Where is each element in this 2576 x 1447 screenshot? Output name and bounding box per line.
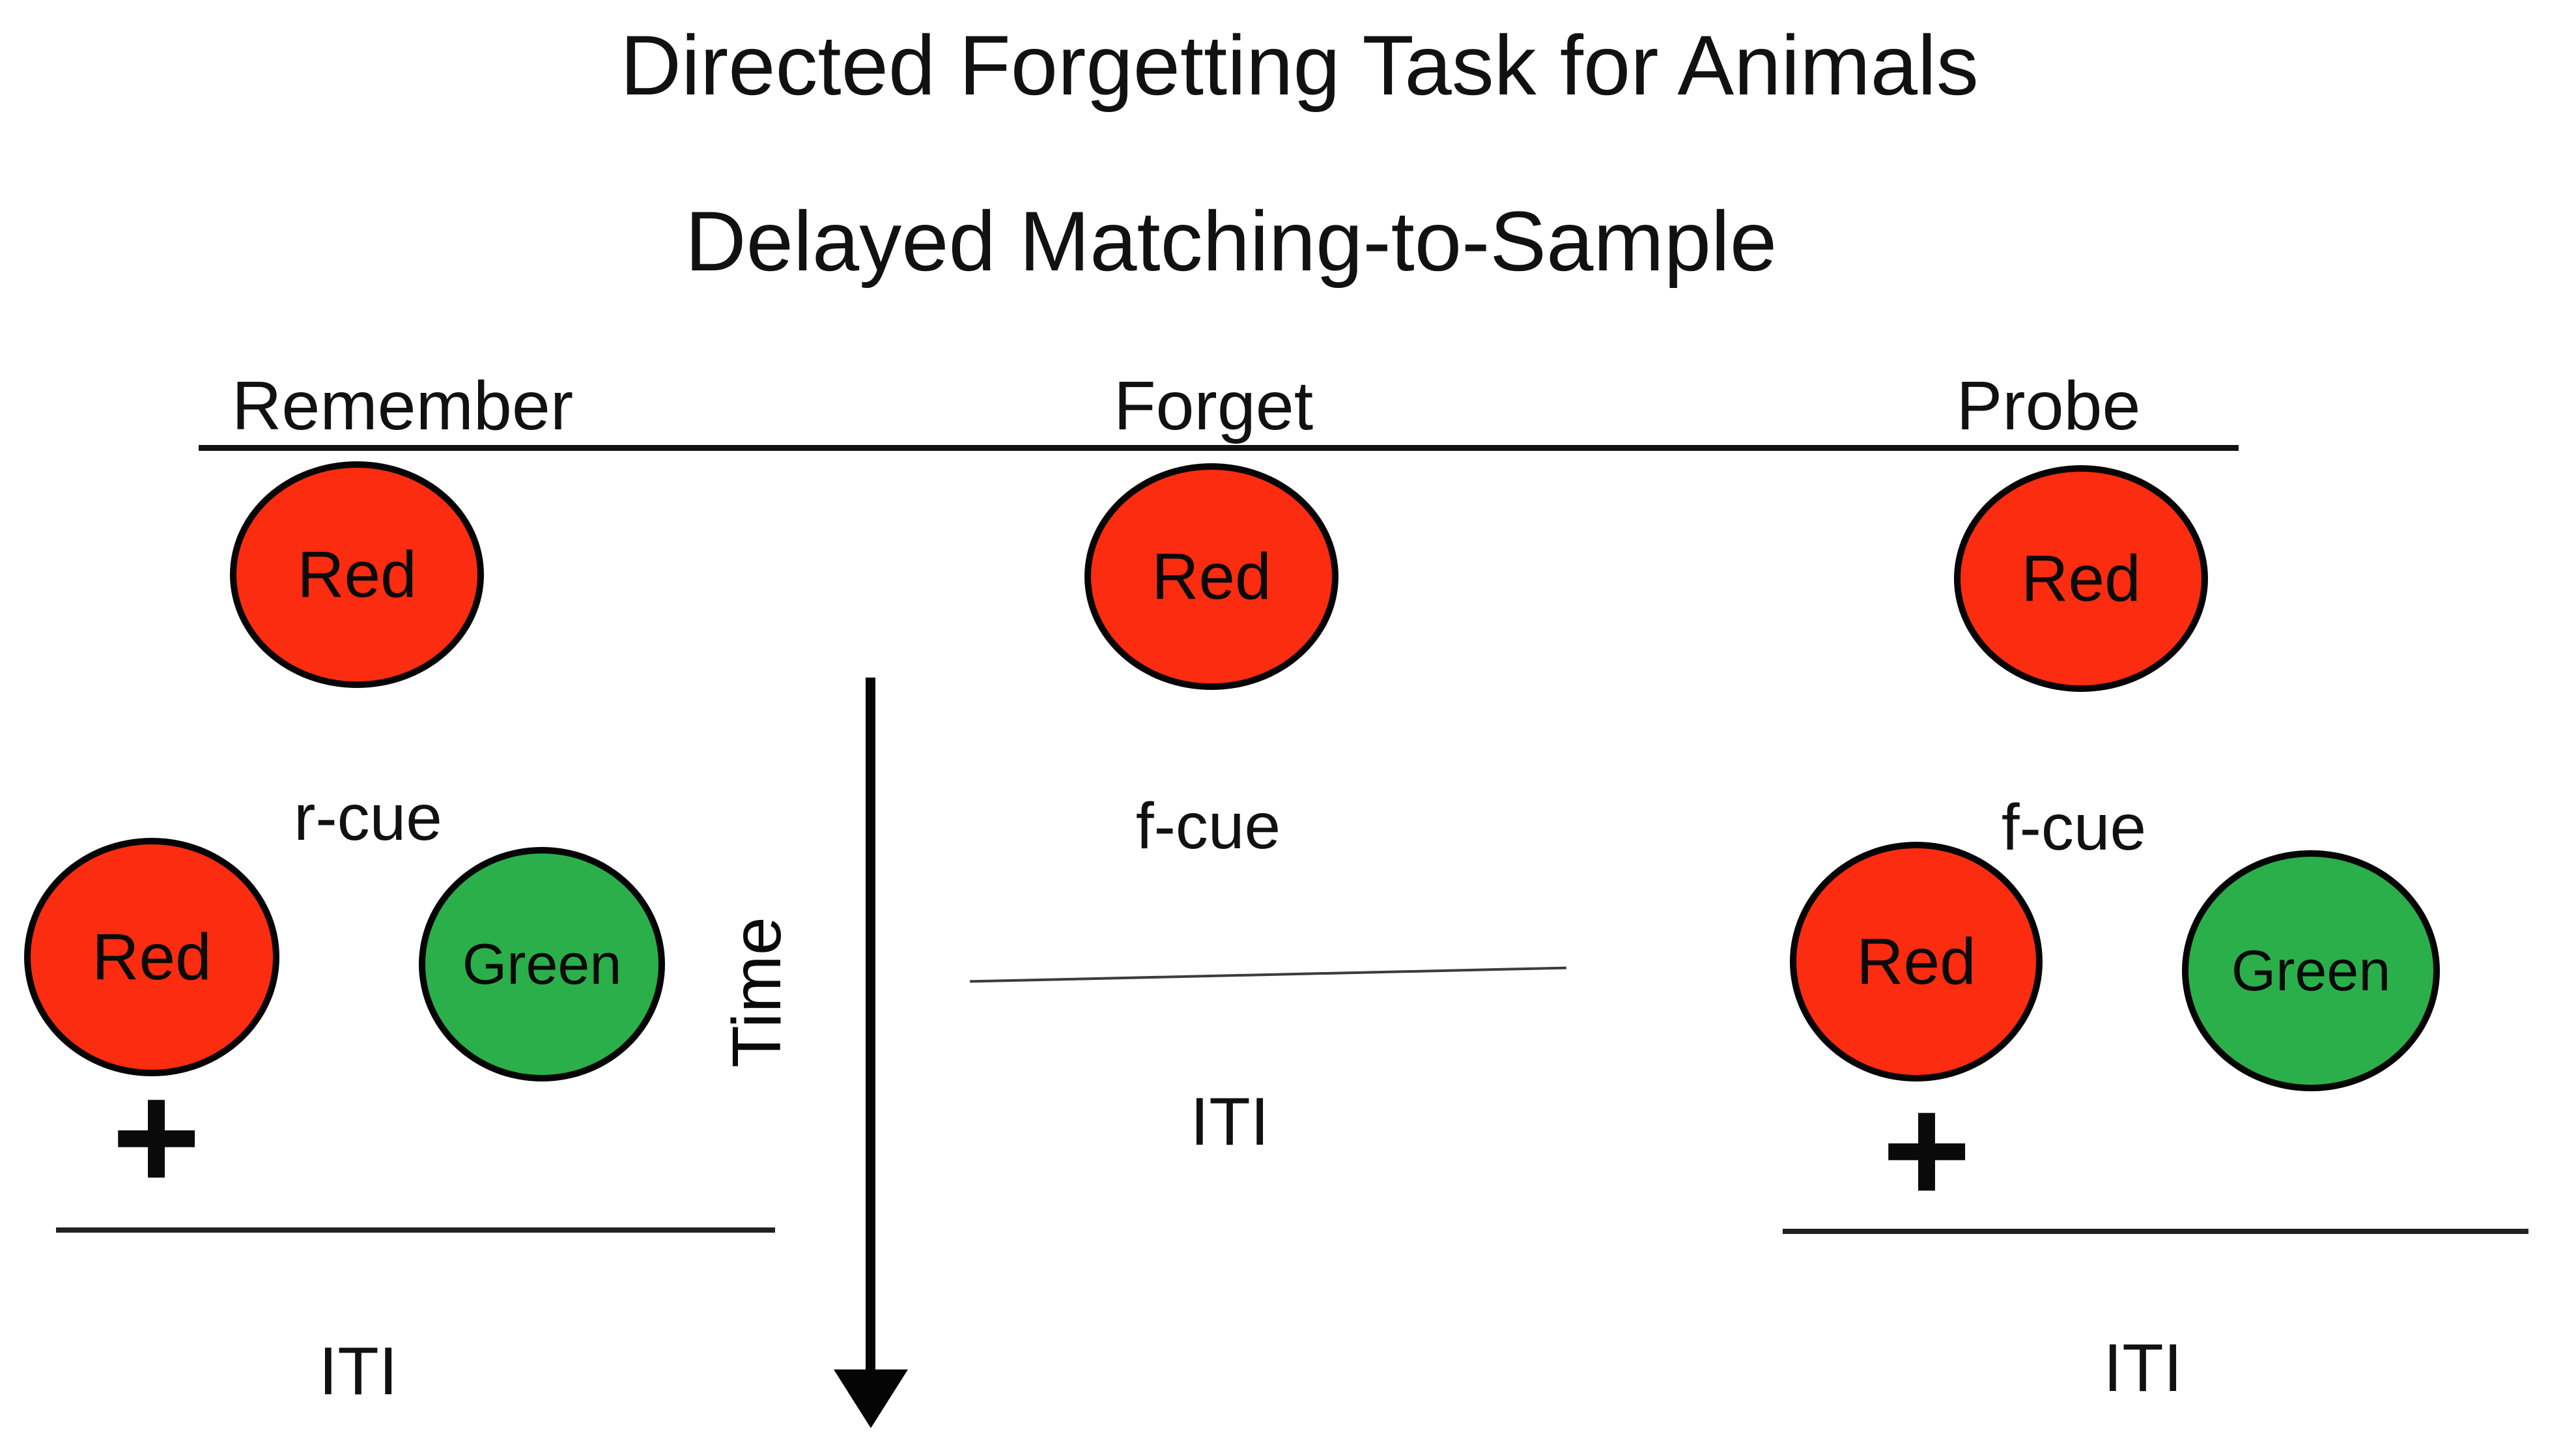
choice-stimulus-probe-red: Red xyxy=(1790,842,2043,1082)
choice-stimulus-probe-green: Green xyxy=(2182,850,2440,1091)
sample-stimulus-label: Red xyxy=(1152,539,1271,613)
cue-label-remember: r-cue xyxy=(294,781,442,854)
iti-label-remember: ITI xyxy=(318,1334,398,1409)
sample-stimulus-probe: Red xyxy=(1954,465,2208,692)
choice-stimulus-remember-green: Green xyxy=(419,847,665,1082)
column-header-forget: Forget xyxy=(1113,367,1314,444)
choice-stimulus-label: Green xyxy=(2231,938,2391,1003)
time-axis-label: Time xyxy=(718,917,795,1068)
sample-stimulus-forget: Red xyxy=(1084,463,1338,690)
iti-label-forget: ITI xyxy=(1190,1084,1269,1160)
cue-label-forget: f-cue xyxy=(1135,790,1281,863)
choice-stimulus-label: Red xyxy=(1856,924,1976,998)
column-header-remember: Remember xyxy=(231,367,574,444)
iti-line-remember xyxy=(56,1227,775,1233)
fixation-cross-icon: + xyxy=(1882,1064,1972,1235)
choice-stimulus-label: Green xyxy=(462,932,622,996)
time-arrow-shaft xyxy=(866,678,875,1371)
fixation-cross-icon: + xyxy=(111,1051,201,1222)
time-arrow-head-icon xyxy=(834,1369,908,1428)
iti-line-probe xyxy=(1783,1229,2528,1234)
choice-stimulus-label: Red xyxy=(92,920,212,994)
sample-stimulus-remember: Red xyxy=(230,461,484,688)
page-subtitle: Delayed Matching-to-Sample xyxy=(685,193,1777,289)
page-title: Directed Forgetting Task for Animals xyxy=(620,18,1979,113)
iti-line-forget xyxy=(970,966,1566,983)
choice-stimulus-remember-red: Red xyxy=(24,838,279,1076)
column-header-probe: Probe xyxy=(1956,367,2141,444)
header-underline xyxy=(199,445,2239,451)
sample-stimulus-label: Red xyxy=(297,537,417,611)
iti-label-probe: ITI xyxy=(2103,1330,2183,1406)
cue-label-probe: f-cue xyxy=(2001,791,2147,864)
sample-stimulus-label: Red xyxy=(2021,541,2141,615)
